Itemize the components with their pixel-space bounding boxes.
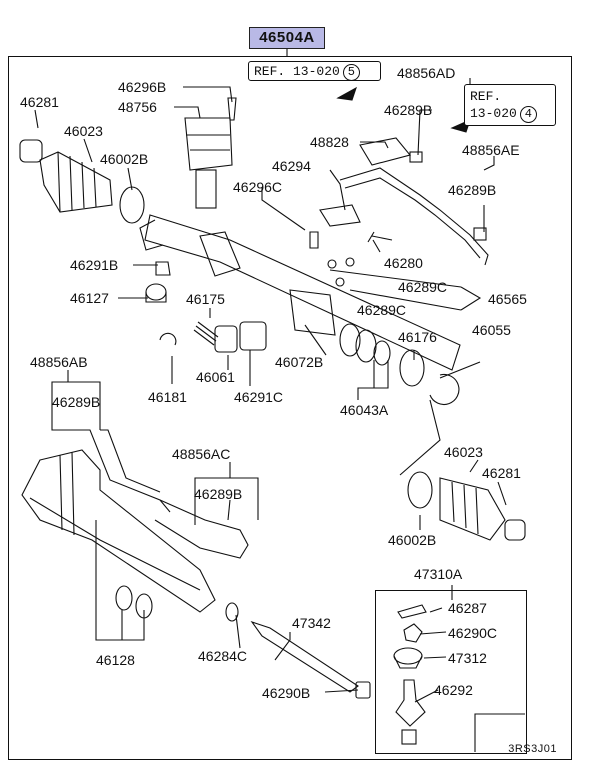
ref-text-line1: REF. [470, 89, 502, 104]
diagram-frame [8, 56, 572, 760]
part-label-48856AB[interactable]: 48856AB [30, 354, 88, 370]
part-label-46289B[interactable]: 46289B [194, 486, 243, 502]
part-label-46280[interactable]: 46280 [384, 255, 423, 271]
part-label-46291B[interactable]: 46291B [70, 257, 119, 273]
part-label-46023[interactable]: 46023 [64, 123, 103, 139]
ref-number-circle: 4 [519, 106, 537, 123]
part-label-46289B[interactable]: 46289B [384, 102, 433, 118]
part-label-46043A[interactable]: 46043A [340, 402, 389, 418]
part-label-46181[interactable]: 46181 [148, 389, 187, 405]
part-label-46291C[interactable]: 46291C [234, 389, 284, 405]
part-label-46287[interactable]: 46287 [448, 600, 487, 616]
part-label-47342[interactable]: 47342 [292, 615, 331, 631]
part-label-46289C[interactable]: 46289C [357, 302, 407, 318]
part-label-46289B[interactable]: 46289B [448, 182, 497, 198]
part-label-46175[interactable]: 46175 [186, 291, 225, 307]
part-label-46294[interactable]: 46294 [272, 158, 311, 174]
ref-text-line2: 13-020 [470, 106, 517, 121]
inset-47310A [375, 590, 527, 754]
part-label-46061[interactable]: 46061 [196, 369, 235, 385]
part-label-46002B[interactable]: 46002B [100, 151, 149, 167]
part-label-46023[interactable]: 46023 [444, 444, 483, 460]
part-label-48856AE[interactable]: 48856AE [462, 142, 520, 158]
part-label-46292[interactable]: 46292 [434, 682, 473, 698]
part-label-46072B[interactable]: 46072B [275, 354, 324, 370]
assembly-part-number[interactable]: 46504A [249, 27, 325, 49]
part-label-46290C[interactable]: 46290C [448, 625, 498, 641]
part-label-46565[interactable]: 46565 [488, 291, 527, 307]
part-label-48828[interactable]: 48828 [310, 134, 349, 150]
part-label-46296C[interactable]: 46296C [233, 179, 283, 195]
part-label-46176[interactable]: 46176 [398, 329, 437, 345]
part-label-46284C[interactable]: 46284C [198, 648, 248, 664]
part-label-48856AC[interactable]: 48856AC [172, 446, 231, 462]
diagram-code: 3RS3J01 [508, 743, 557, 755]
part-label-46296B[interactable]: 46296B [118, 79, 167, 95]
part-label-46128[interactable]: 46128 [96, 652, 135, 668]
part-label-46281[interactable]: 46281 [20, 94, 59, 110]
part-label-46289C[interactable]: 46289C [398, 279, 448, 295]
part-label-46002B[interactable]: 46002B [388, 532, 437, 548]
part-label-48856AD[interactable]: 48856AD [397, 65, 456, 81]
ref-number-circle: 5 [342, 64, 360, 81]
part-label-46281[interactable]: 46281 [482, 465, 521, 481]
part-label-46289B[interactable]: 46289B [52, 394, 101, 410]
part-label-47312[interactable]: 47312 [448, 650, 487, 666]
part-label-46290B[interactable]: 46290B [262, 685, 311, 701]
part-label-47310A[interactable]: 47310A [414, 566, 463, 582]
part-label-48756[interactable]: 48756 [118, 99, 157, 115]
part-label-46127[interactable]: 46127 [70, 290, 109, 306]
part-label-46055[interactable]: 46055 [472, 322, 511, 338]
ref-text: REF. 13-020 [254, 64, 340, 79]
